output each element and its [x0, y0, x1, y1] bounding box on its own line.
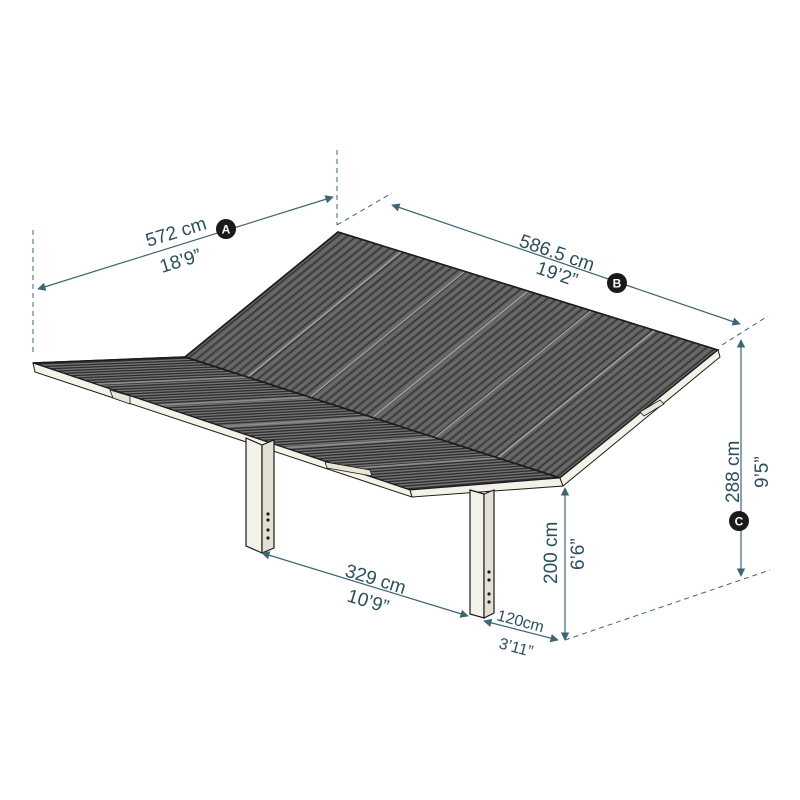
right-post	[469, 489, 495, 619]
left-post	[245, 437, 275, 554]
roof-front-ribs	[36, 357, 557, 490]
roof-front-panel	[32, 356, 561, 491]
badge-b	[607, 273, 627, 293]
dimension-c-metric: 288 cm	[723, 441, 744, 503]
dimension-c-imperial: 9’5”	[752, 456, 773, 488]
post-height-metric: 200 cm	[541, 522, 562, 584]
dimension-c: 288 cm 9’5” C	[723, 339, 773, 577]
dimension-post-height: 200 cm 6’6”	[541, 487, 589, 641]
post-depth-metric: 120cm	[495, 607, 546, 636]
post-depth-imperial: 3’11”	[497, 635, 535, 660]
roof-edge-trim	[32, 349, 721, 498]
dimension-post-spacing: 329 cm 10’9”	[261, 551, 469, 618]
badge-a-label: A	[222, 223, 231, 237]
badge-c-label: C	[735, 515, 744, 529]
dimension-post-depth: 120cm 3’11”	[483, 607, 559, 661]
badge-a	[216, 219, 236, 239]
badge-c	[729, 511, 749, 531]
badge-b-label: B	[613, 277, 622, 291]
post-height-imperial: 6’6”	[568, 538, 589, 570]
extension-lines	[32, 150, 771, 641]
